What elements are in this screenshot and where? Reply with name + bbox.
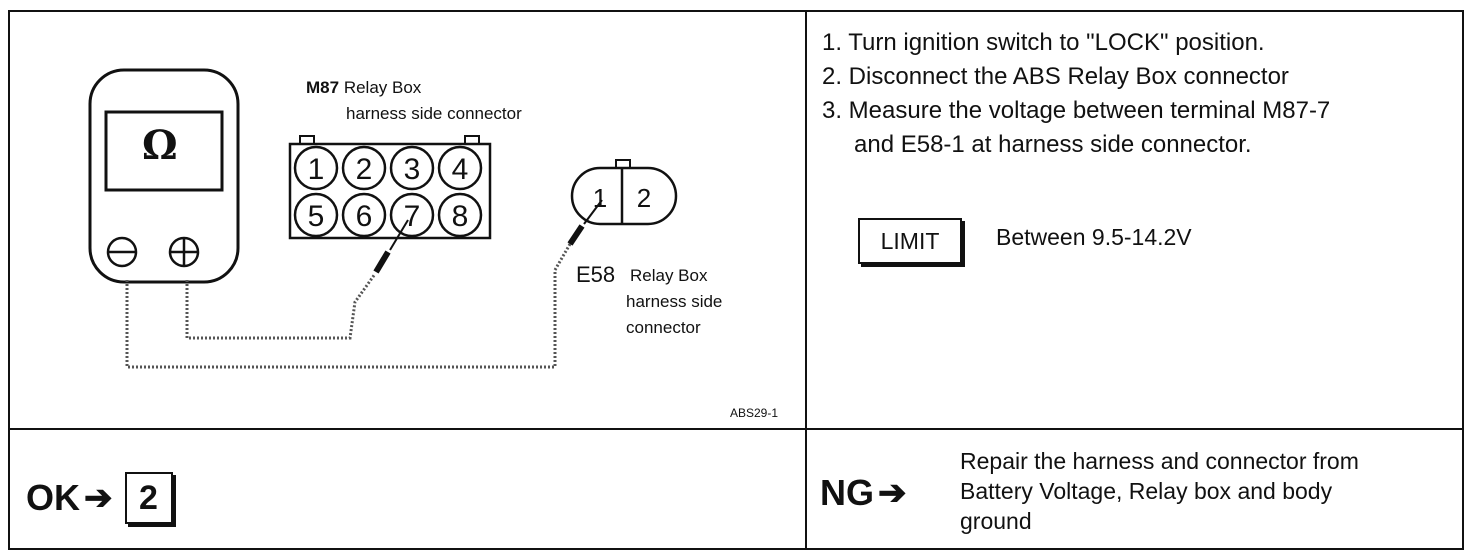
m87-pin-4: 4	[452, 153, 469, 186]
procedure-table	[8, 10, 1464, 550]
next-step-link[interactable]: 2	[124, 472, 173, 524]
procedure-steps: 1. Turn ignition switch to "LOCK" positi…	[822, 26, 1330, 162]
ng-action-text: Repair the harness and connector from Ba…	[960, 446, 1359, 536]
step-3: 3. Measure the voltage between terminal …	[822, 97, 1331, 124]
m87-pin-7: 7	[404, 200, 421, 233]
arrow-right-icon: ➔	[878, 474, 907, 512]
step-3-continued: and E58-1 at harness side connector.	[854, 131, 1252, 158]
figure-code: ABS29-1	[730, 406, 779, 420]
limit-badge: LIMIT	[858, 218, 962, 264]
m87-pin-2: 2	[356, 153, 373, 186]
ng-action-line3: ground	[960, 508, 1032, 534]
m87-pin-1: 1	[308, 153, 325, 186]
m87-pin-5: 5	[308, 200, 325, 233]
arrow-right-icon: ➔	[84, 479, 113, 517]
negative-test-lead	[125, 243, 572, 369]
row-divider	[8, 428, 1464, 430]
ohmmeter-display	[104, 110, 224, 192]
ng-result: NG ➔	[820, 472, 913, 514]
e58-label-line2: harness side	[626, 292, 723, 311]
m87-label: M87 Relay Box	[306, 78, 421, 98]
e58-id: E58	[576, 262, 616, 287]
m87-label-line1: Relay Box	[343, 78, 422, 97]
wiring-diagram: 1 2 3 4 5 6 7 8 1 2 Ω M87 Relay Box harn…	[10, 12, 805, 428]
step-1: 1. Turn ignition switch to "LOCK" positi…	[822, 29, 1265, 56]
ohmmeter-body	[88, 68, 240, 284]
limit-value: Between 9.5-14.2V	[996, 224, 1192, 250]
ng-action-line1: Repair the harness and connector from	[960, 448, 1359, 474]
ok-label: OK	[26, 477, 80, 518]
m87-label-line2: harness side connector	[346, 104, 522, 123]
column-divider	[805, 10, 807, 550]
e58-connector-housing	[570, 166, 678, 226]
ok-result: OK ➔ 2	[26, 472, 173, 524]
m87-pin-6: 6	[356, 200, 373, 233]
ng-action-line2: Battery Voltage, Relay box and body	[960, 478, 1333, 504]
step-2: 2. Disconnect the ABS Relay Box connecto…	[822, 63, 1289, 90]
e58-pin-2: 2	[637, 183, 651, 213]
positive-test-lead	[185, 273, 377, 340]
wiring-diagram-svg: 1 2 3 4 5 6 7 8 1 2	[88, 68, 678, 369]
m87-connector-housing	[288, 142, 492, 240]
m87-pin-8: 8	[452, 200, 469, 233]
m87-id: M87	[306, 78, 340, 97]
m87-pin-3: 3	[404, 153, 421, 186]
ng-label: NG	[820, 472, 874, 513]
e58-label-line3: connector	[626, 318, 701, 337]
ohm-symbol: Ω	[142, 122, 178, 169]
e58-pin-1: 1	[593, 183, 607, 213]
e58-label-line1: Relay Box	[630, 266, 708, 285]
